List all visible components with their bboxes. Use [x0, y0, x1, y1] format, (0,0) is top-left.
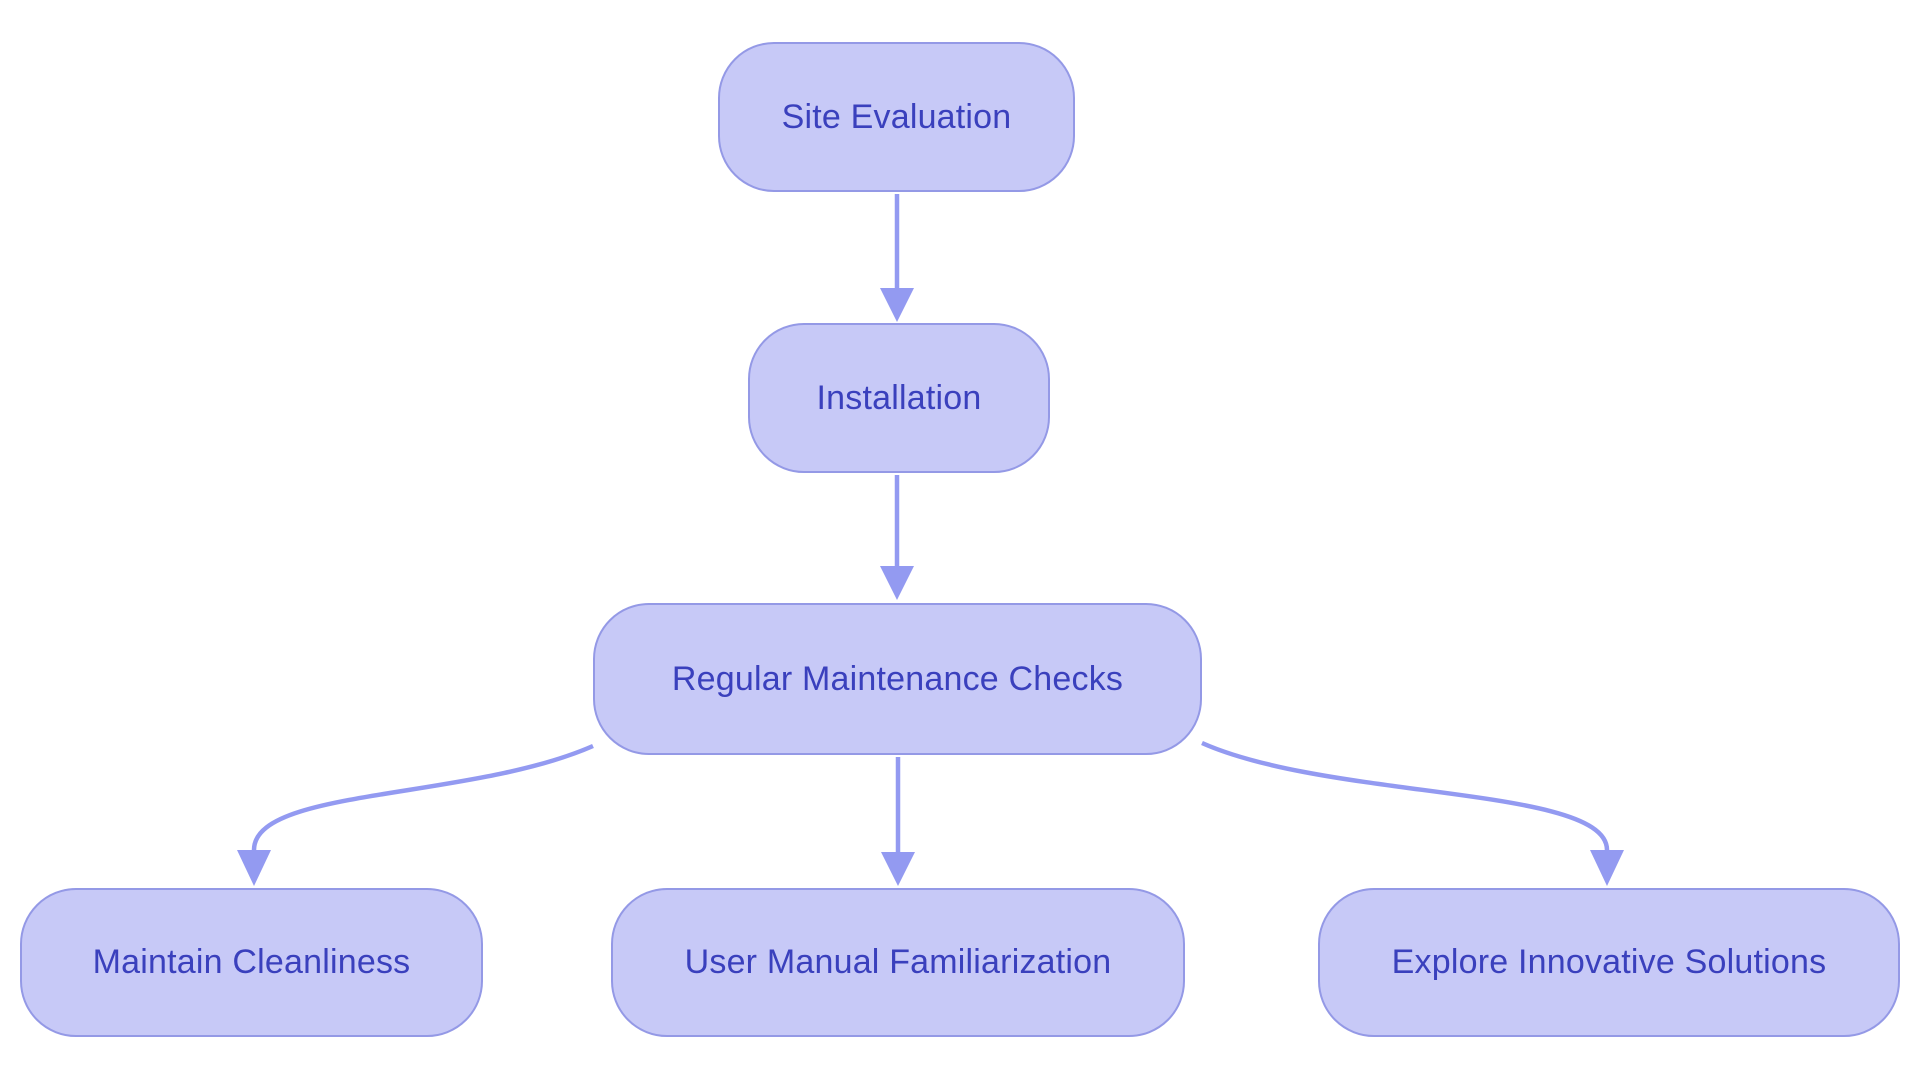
node-site-evaluation: Site Evaluation [718, 42, 1075, 192]
edge-regular-maintenance-checks-to-explore-innovative-solutions [1201, 740, 1610, 851]
arrowhead-installation [880, 288, 914, 322]
arrowhead-user-manual-familiarization [881, 852, 915, 886]
node-regular-maintenance-checks: Regular Maintenance Checks [593, 603, 1202, 755]
arrowhead-maintain-cleanliness [237, 850, 271, 886]
edge-regular-maintenance-checks-to-maintain-cleanliness [251, 743, 594, 851]
node-explore-innovative-solutions: Explore Innovative Solutions [1318, 888, 1900, 1037]
arrowhead-regular-maintenance-checks [880, 566, 914, 600]
node-installation: Installation [748, 323, 1050, 473]
node-maintain-cleanliness: Maintain Cleanliness [20, 888, 483, 1037]
arrowhead-explore-innovative-solutions [1590, 850, 1624, 886]
node-user-manual-familiarization: User Manual Familiarization [611, 888, 1185, 1037]
